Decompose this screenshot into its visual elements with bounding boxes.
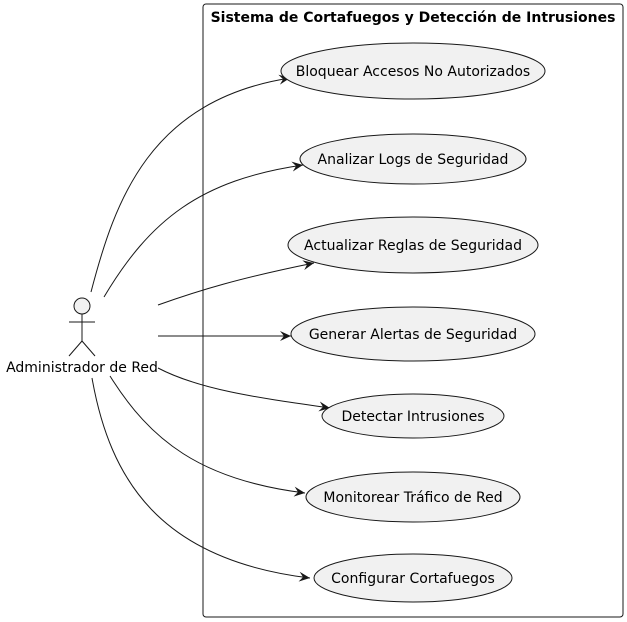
use-case-label: Actualizar Reglas de Seguridad xyxy=(304,238,522,254)
association-configurar xyxy=(91,377,311,582)
use-case-actualizar[interactable]: Actualizar Reglas de Seguridad xyxy=(287,216,539,274)
association-actualizar xyxy=(157,260,315,306)
actor-administrador[interactable] xyxy=(68,297,96,357)
actor-head-icon xyxy=(73,297,91,315)
use-case-detectar[interactable]: Detectar Intrusiones xyxy=(321,393,505,439)
use-case-label: Monitorear Tráfico de Red xyxy=(323,490,502,506)
use-case-label: Configurar Cortafuegos xyxy=(331,571,495,587)
association-monitorear xyxy=(109,375,306,497)
use-case-bloquear[interactable]: Bloquear Accesos No Autorizados xyxy=(280,42,546,100)
use-case-configurar[interactable]: Configurar Cortafuegos xyxy=(313,553,513,603)
use-case-generar[interactable]: Generar Alertas de Seguridad xyxy=(290,306,536,362)
use-case-label: Generar Alertas de Seguridad xyxy=(309,327,517,343)
use-case-analizar[interactable]: Analizar Logs de Seguridad xyxy=(299,133,527,185)
use-case-monitorear[interactable]: Monitorear Tráfico de Red xyxy=(305,471,521,523)
actor-label: Administrador de Red xyxy=(6,360,158,376)
use-case-label: Bloquear Accesos No Autorizados xyxy=(296,64,530,80)
use-case-label: Analizar Logs de Seguridad xyxy=(318,152,509,168)
use-case-label: Detectar Intrusiones xyxy=(341,409,484,425)
association-detectar xyxy=(157,367,331,412)
association-bloquear xyxy=(90,74,291,293)
association-analizar xyxy=(103,161,304,298)
associations xyxy=(90,74,331,582)
system-title: Sistema de Cortafuegos y Detección de In… xyxy=(211,10,616,26)
